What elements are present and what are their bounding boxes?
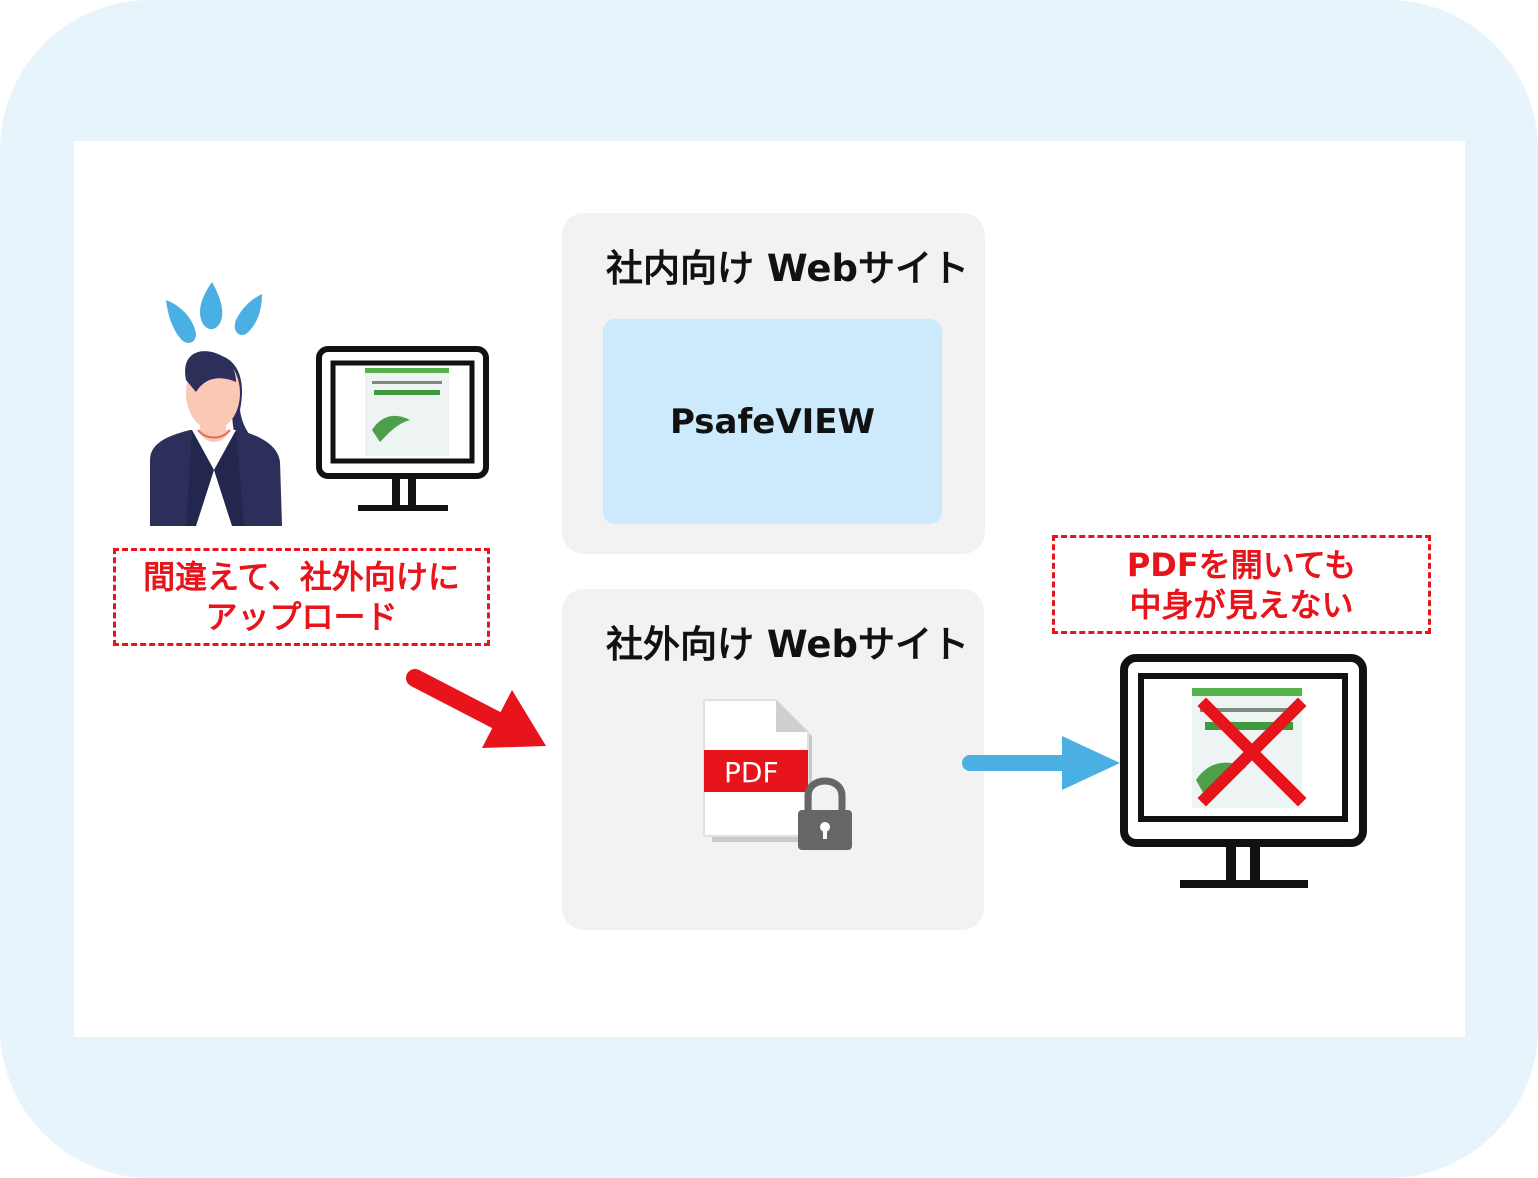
mistake-line-2: アップロード — [205, 598, 398, 636]
external-website-title: 社外向け Webサイト — [606, 623, 969, 666]
user-monitor-icon — [316, 346, 489, 511]
view-arrow-icon — [962, 736, 1120, 790]
result-line-1: PDFを開いても — [1126, 545, 1357, 584]
locked-pdf-icon: PDF — [703, 699, 852, 850]
internal-website-title: 社内向け Webサイト — [606, 247, 969, 290]
pdf-label: PDF — [724, 756, 779, 789]
sweat-drops-icon — [166, 282, 262, 343]
cannot-view-callout: PDFを開いても 中身が見えない — [1052, 535, 1431, 634]
mistake-upload-callout: 間違えて、社外向けに アップロード — [113, 548, 490, 646]
worried-woman-icon — [150, 351, 282, 526]
viewer-monitor-icon — [1120, 654, 1367, 888]
psafeview-box: PsafeVIEW — [603, 319, 942, 524]
result-line-2: 中身が見えない — [1129, 585, 1354, 624]
blocked-cross-icon — [1197, 697, 1307, 807]
psafeview-label: PsafeVIEW — [669, 401, 876, 442]
upload-arrow-icon — [406, 669, 546, 748]
mistake-line-1: 間違えて、社外向けに — [143, 558, 460, 596]
